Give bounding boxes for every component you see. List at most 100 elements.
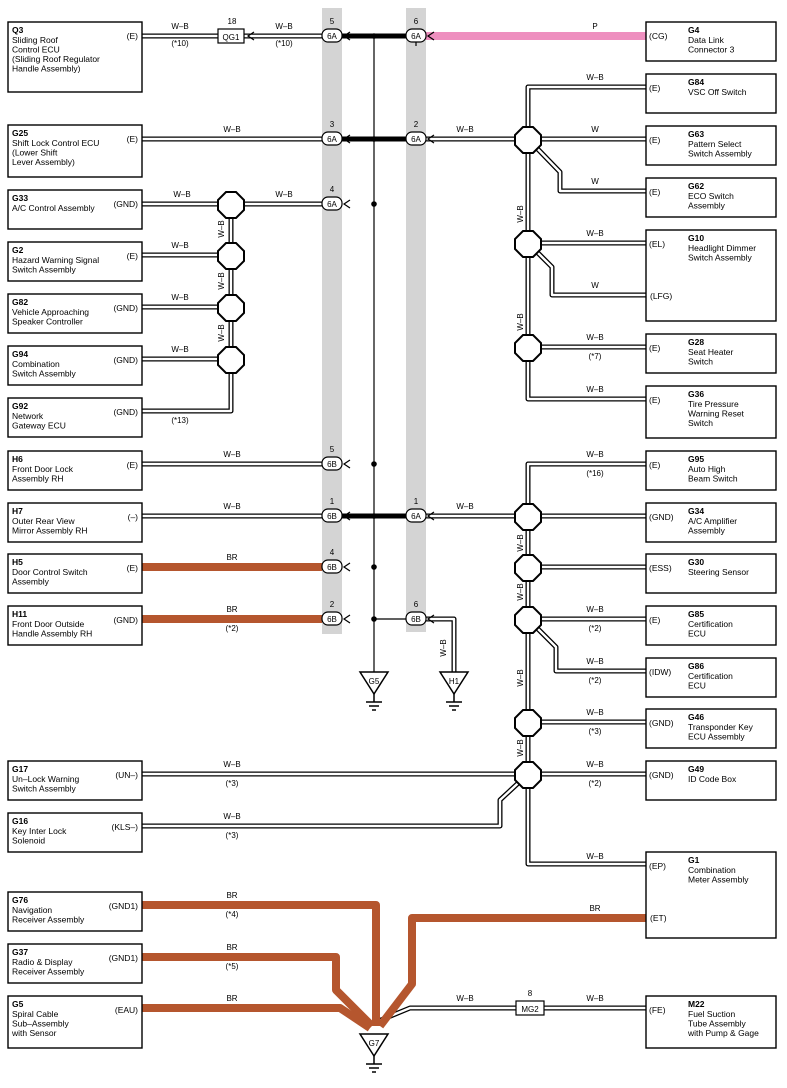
connector-code-c6b: 6B [327,512,337,521]
component-name-g95: Auto High [688,464,726,474]
connector-code-c6b: 6B [327,615,337,624]
wire-color-wb: W–B [223,812,240,821]
component-name-g37: Radio & Display [12,957,73,967]
connector-code-c6b: 6B [327,563,337,572]
note-n2: (*2) [226,624,239,633]
component-id-h6: H6 [12,454,23,464]
component-name-g16: Key Inter Lock [12,826,67,836]
component-name-g62: ECO Switch [688,191,734,201]
component-id-g10: G10 [688,233,704,243]
component-name-g17: Un–Lock Warning [12,774,80,784]
pin-label-g28: (E) [649,343,661,353]
component-name-h7: Outer Rear View [12,516,76,526]
wire-color-wb: W–B [586,657,603,666]
note-n3: (*3) [589,727,602,736]
wire-color-wb-vertical: W–B [516,669,525,686]
wire-color-wb-vertical: W–B [217,324,226,341]
pin-label-h11: (GND) [113,615,138,625]
component-name-m22: with Pump & Gage [687,1028,759,1038]
connector-code-c6a: 6A [411,135,421,144]
component-id-g4: G4 [688,25,700,35]
component-boxes [7,21,777,1049]
wire-color-br: BR [226,553,237,562]
connector-pin-p6: 6 [414,600,419,609]
wire-color-br: BR [226,891,237,900]
component-name-q3: Sliding Roof [12,35,58,45]
component-name-g34: A/C Amplifier [688,516,737,526]
component-name-g34: Assembly [688,526,726,536]
component-name-g86: ECU [688,681,706,691]
component-name-g4: Data Link [688,35,725,45]
connector-pin-p5: 5 [330,17,335,26]
note-n3: (*3) [226,831,239,840]
connector-code-c6a: 6A [411,32,421,41]
wire-color-w: W [591,125,599,134]
component-name-g85: Certification [688,619,733,629]
component-id-q3: Q3 [12,25,24,35]
component-name-g36: Warning Reset [688,409,745,419]
component-name-h5: Door Control Switch [12,567,88,577]
pin-label-g17: (UN–) [115,770,138,780]
wire-color-wb: W–B [223,760,240,769]
component-id-h5: H5 [12,557,23,567]
wire-color-wb: W–B [456,125,473,134]
wire-color-wb: W–B [586,333,603,342]
wire-color-br: BR [589,904,600,913]
component-id-g86: G86 [688,661,704,671]
component-id-g94: G94 [12,349,28,359]
component-name-g30: Steering Sensor [688,567,749,577]
wire-color-wb: W–B [586,852,603,861]
connector-pin-p2: 2 [330,600,335,609]
note-n2: (*2) [589,624,602,633]
connector-pin-p4: 4 [330,185,335,194]
pin-label-g94: (GND) [113,355,138,365]
component-name-g25: Shift Lock Control ECU [12,138,99,148]
connector-code-c6b: 6B [411,615,421,624]
component-name-h11: Front Door Outside [12,619,85,629]
bus-stub-right [374,35,406,620]
wire-color-wb-vertical: W–B [516,739,525,756]
component-id-g30: G30 [688,557,704,567]
component-id-g49: G49 [688,764,704,774]
component-id-h7: H7 [12,506,23,516]
pin-label-g62: (E) [649,187,661,197]
note-n16: (*16) [586,469,604,478]
component-name-g94: Switch Assembly [12,369,77,379]
arrow-marks [246,31,435,624]
wire-color-wb: W–B [586,229,603,238]
component-name-g5: Spiral Cable [12,1009,59,1019]
pin-label-g84: (E) [649,83,661,93]
component-name-g46: ECU Assembly [688,732,745,742]
component-name-g25: Lever Assembly) [12,157,75,167]
pin-label-q3: (E) [127,31,139,41]
ground-symbols [358,671,470,1073]
component-name-m22: Tube Assembly [688,1019,747,1029]
component-id-g1: G1 [688,855,700,865]
pin-label-g92: (GND) [113,407,138,417]
component-name-g63: Switch Assembly [688,149,753,159]
component-name-q3: Control ECU [12,45,60,55]
pin-label-g85: (E) [649,615,661,625]
junction-splices [217,126,542,789]
pin-label-g5: (EAU) [115,1005,138,1015]
pin-label-g30: (ESS) [649,563,672,573]
connector-band-6A-6B [322,8,342,634]
component-id-g17: G17 [12,764,28,774]
component-name-g85: ECU [688,629,706,639]
component-id-g5: G5 [12,999,24,1009]
component-name-h5: Assembly [12,577,50,587]
component-name-g5: with Sensor [11,1028,57,1038]
note-n2: (*2) [589,676,602,685]
wire-color-wb: W–B [456,502,473,511]
pin-label-g1-et: (ET) [650,913,667,923]
component-name-h11: Handle Assembly RH [12,629,92,639]
wire-color-wb: W–B [586,760,603,769]
component-id-g84: G84 [688,77,704,87]
pin-label-g10: (EL) [649,239,665,249]
note-n5: (*5) [226,962,239,971]
pin-label-g63: (E) [649,135,661,145]
pin-label-g4: (CG) [649,31,668,41]
component-name-h7: Mirror Assembly RH [12,526,88,536]
connector-pills [217,28,545,1016]
